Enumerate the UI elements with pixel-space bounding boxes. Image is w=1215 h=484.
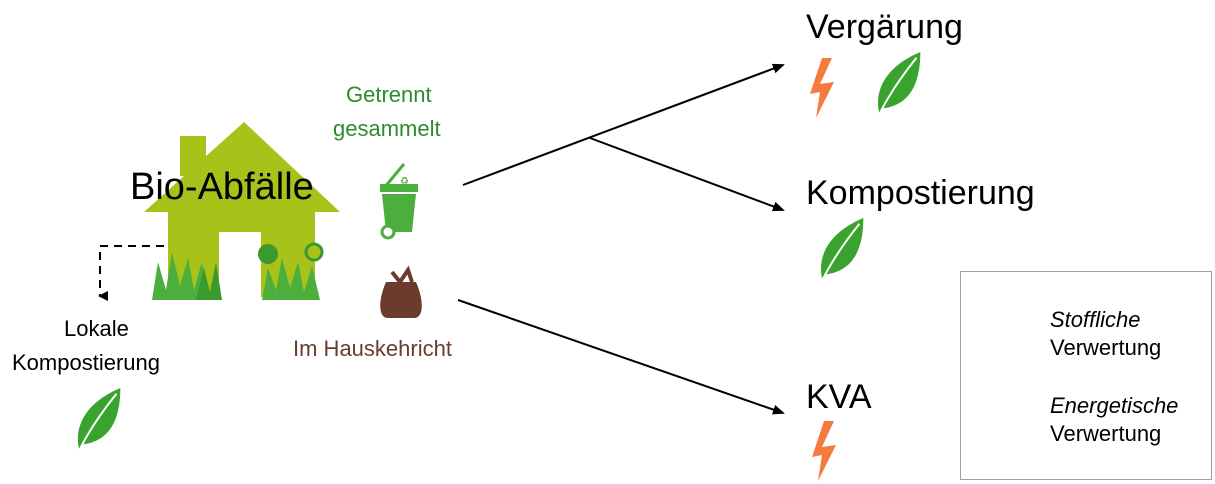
arrow-to-kompostierung [589, 137, 785, 212]
separate-collection-label-2: gesammelt [333, 116, 441, 141]
destination-kompostierung: Kompostierung [806, 174, 1035, 212]
legend-energy-recovery: Energetische Verwertung [1050, 392, 1178, 448]
arrow-to-local-composting [98, 245, 164, 301]
green-bin-icon: ♻ [380, 163, 418, 240]
svg-text:♻: ♻ [400, 176, 409, 187]
legend-energy-title: Energetische [1050, 393, 1179, 418]
lightning-icon [812, 421, 836, 481]
arrow-to-vergaerung [462, 63, 785, 186]
local-composting-label-1: Lokale [64, 316, 129, 341]
lightning-icon [810, 58, 834, 118]
house-label: Bio-Abfälle [130, 166, 314, 208]
arrow-to-kva [457, 299, 785, 415]
house-icon [144, 122, 340, 300]
destination-vergaerung: Vergärung [806, 8, 963, 46]
destination-kva: KVA [806, 378, 872, 416]
household-waste-label: Im Hauskehricht [293, 336, 452, 361]
local-composting-label-2: Kompostierung [12, 350, 160, 375]
separate-collection-label-1: Getrennt [346, 82, 432, 107]
legend-energy-subtitle: Verwertung [1050, 421, 1162, 446]
legend-material-recovery: Stoffliche Verwertung [1050, 306, 1161, 362]
legend [960, 271, 1212, 480]
legend-material-title: Stoffliche [1050, 307, 1141, 332]
leaf-icon [819, 216, 865, 284]
flow-arrows [98, 63, 785, 415]
leaf-icon [876, 50, 922, 118]
legend-material-subtitle: Verwertung [1050, 335, 1162, 360]
leaf-icon [76, 386, 122, 454]
trash-bag-icon [380, 265, 422, 318]
